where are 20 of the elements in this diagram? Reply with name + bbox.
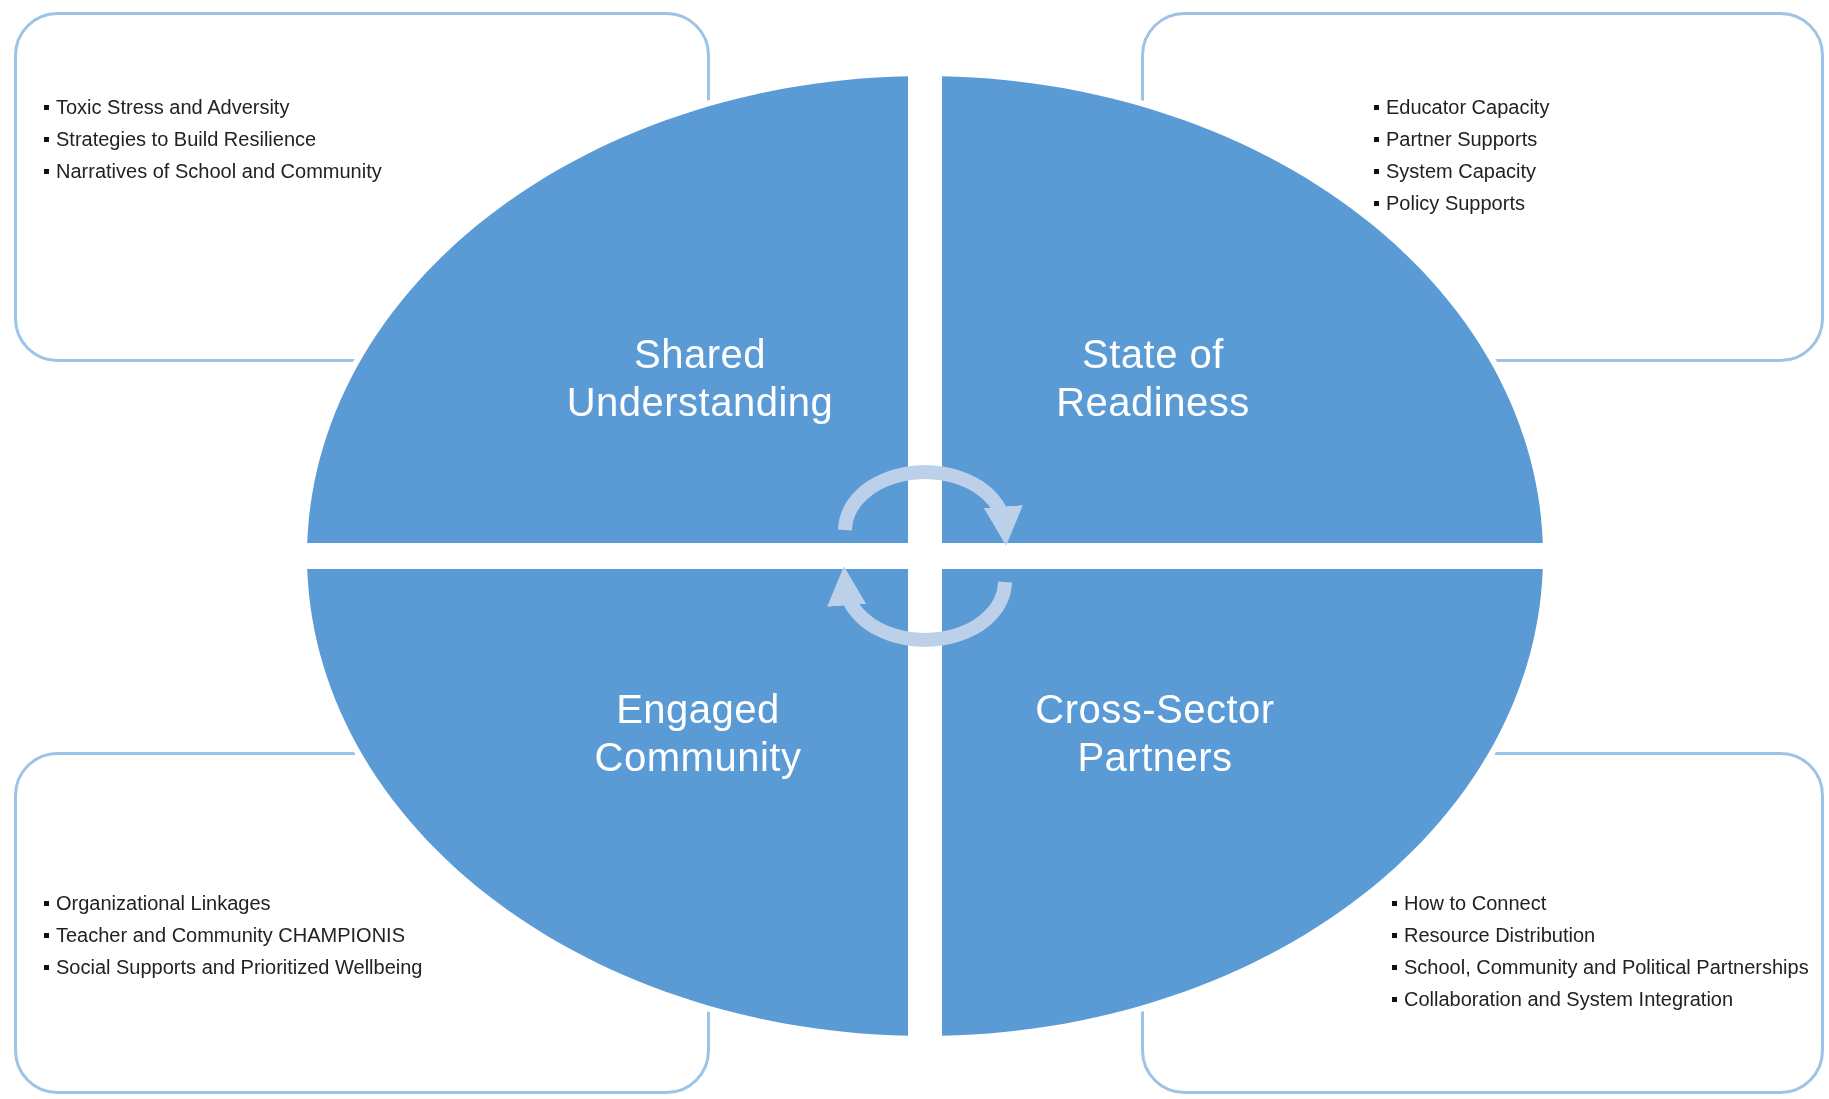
bullet-item: How to Connect (1390, 890, 1810, 916)
segment-title: State of Readiness (1055, 331, 1251, 426)
bullet-item: Organizational Linkages (42, 890, 472, 916)
bullet-item: Resource Distribution (1390, 922, 1810, 948)
segment-title: Shared Understanding (565, 331, 835, 426)
bullet-item: Narratives of School and Community (42, 158, 462, 184)
cycle-arrow (827, 566, 1012, 647)
bullet-item: Partner Supports (1372, 126, 1772, 152)
segment-title: Engaged Community (593, 686, 803, 781)
bullet-item: Policy Supports (1372, 190, 1772, 216)
bullet-item: Strategies to Build Resilience (42, 126, 462, 152)
bullet-item: System Capacity (1372, 158, 1772, 184)
bullet-item: Collaboration and System Integration (1390, 986, 1810, 1012)
segment-title: Cross-Sector Partners (1034, 686, 1276, 781)
bullet-item: School, Community and Political Partnerships (1390, 954, 1810, 980)
bullet-item: Educator Capacity (1372, 94, 1772, 120)
cycle-arrow (838, 465, 1023, 546)
bullet-item: Toxic Stress and Adversity (42, 94, 462, 120)
bullet-item: Social Supports and Prioritized Wellbeing (42, 954, 472, 980)
bullet-item: Teacher and Community CHAMPIONIS (42, 922, 472, 948)
